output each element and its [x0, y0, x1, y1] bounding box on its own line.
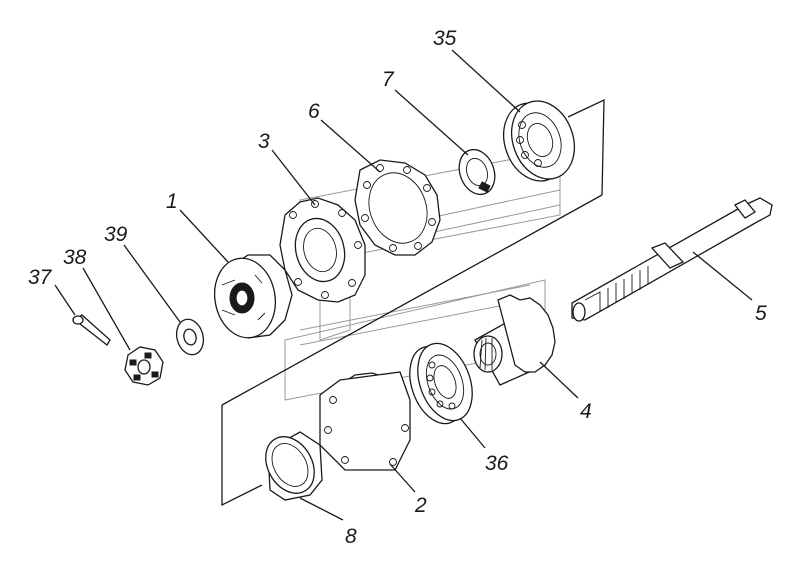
sleeve-ring-8 — [265, 431, 323, 501]
callout-37: 37 — [28, 266, 53, 289]
assembly-boundary-frame — [221, 98, 605, 507]
callout-5: 5 — [755, 302, 767, 325]
callout-38: 38 — [63, 246, 87, 269]
bearing-housing-2 — [319, 371, 411, 471]
washer-39 — [175, 318, 205, 356]
callout-36: 36 — [485, 452, 509, 475]
callout-6: 6 — [308, 100, 320, 123]
bearing-cover-3 — [279, 197, 366, 303]
gasket-6 — [354, 159, 441, 256]
callout-35: 35 — [433, 27, 457, 50]
ball-bearing-36 — [409, 342, 473, 425]
callout-labels: 35 7 6 3 1 39 38 37 5 4 36 2 8 — [28, 27, 767, 548]
cotter-pin-37 — [72, 314, 111, 346]
lock-ring-7 — [458, 148, 496, 196]
splined-shaft — [571, 197, 773, 322]
callout-39: 39 — [104, 223, 128, 246]
callout-2: 2 — [414, 494, 427, 517]
castle-nut-38 — [124, 346, 164, 386]
callout-8: 8 — [345, 525, 357, 548]
callout-3: 3 — [258, 130, 270, 153]
ball-bearing-35 — [503, 100, 575, 182]
callout-1: 1 — [166, 190, 178, 213]
leader-lines — [54, 49, 753, 521]
callout-7: 7 — [382, 68, 395, 91]
companion-flange-1 — [214, 254, 293, 339]
pinion-gear — [473, 294, 556, 386]
callout-4: 4 — [580, 400, 592, 423]
